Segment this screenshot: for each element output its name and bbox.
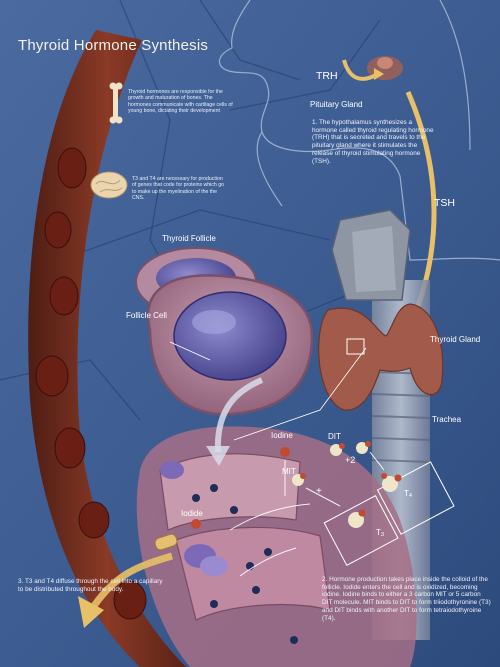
follicle-to-cell-arrow: [214, 377, 264, 453]
iodine-label: Iodine: [271, 431, 293, 440]
trachea-label: Trachea: [432, 415, 462, 424]
plus-two-label: +2: [345, 455, 356, 465]
thyroid-gland: [318, 303, 444, 411]
process-arrows: [229, 451, 385, 577]
plus-label: +: [316, 486, 322, 497]
step-2-text: 2. Hormone production takes place inside…: [322, 576, 491, 622]
mit-label: MIT: [282, 467, 296, 476]
iodide-label: Iodide: [181, 509, 203, 518]
step-1-text: 1. The hypothalamus synthesizes a hormon…: [312, 119, 434, 165]
thyroid-gland-label: Thyroid Gland: [430, 335, 481, 344]
trh-label: TRH: [316, 70, 338, 82]
head-silhouette: [218, 0, 500, 261]
follicle-cell-label: Follicle Cell: [126, 311, 167, 320]
brain-note: T3 and T4 are necessary for production o…: [132, 176, 224, 201]
thyroid-follicle-label: Thyroid Follicle: [162, 234, 216, 243]
step-3-text: 3. T3 and T4 diffuse through the cell in…: [18, 578, 163, 593]
tsh-label: TSH: [434, 197, 455, 209]
pituitary-gland-label: Pituitary Gland: [310, 100, 363, 109]
molecules: [191, 441, 455, 566]
follicle-cell-leader: [169, 341, 211, 361]
bone-note: Thyroid hormones are responsible for the…: [128, 89, 233, 114]
dit-label: DIT: [328, 432, 341, 441]
callout-leader: [233, 347, 367, 441]
blood-vessel: [28, 30, 186, 667]
bone-icon: [109, 82, 123, 124]
page-title: Thyroid Hormone Synthesis: [18, 37, 209, 54]
diffuse-arrow: [87, 552, 173, 614]
cell-closeup: [136, 426, 417, 667]
brain-icon: [90, 171, 128, 199]
follicle: [135, 247, 314, 416]
red-blood-cells: [35, 147, 147, 620]
t4-label: T4: [404, 489, 413, 500]
t3-label: T3: [376, 528, 385, 539]
